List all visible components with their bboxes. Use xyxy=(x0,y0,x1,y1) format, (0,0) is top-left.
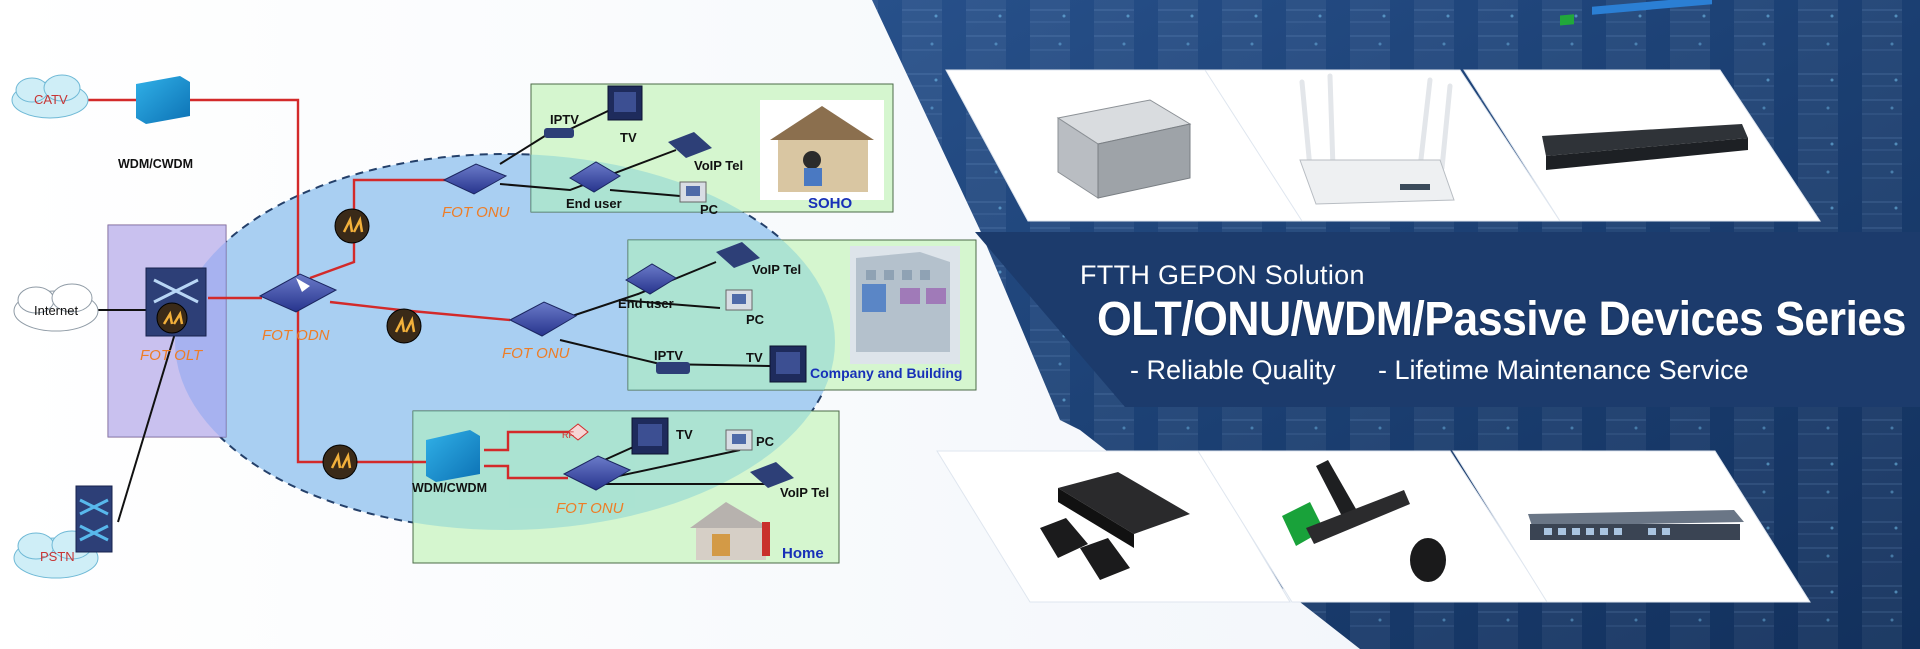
fiber-amp-icon-2 xyxy=(386,308,422,344)
plc-splitter-box-icon xyxy=(1056,99,1192,199)
wdm-top-icon xyxy=(136,76,190,124)
banner-subtitle: FTTH GEPON Solution xyxy=(1080,260,1365,290)
title-band xyxy=(975,232,1920,407)
router-icon xyxy=(1299,73,1455,205)
voip-label-2: VoIP Tel xyxy=(752,262,801,277)
fiber-amp-icon-1 xyxy=(334,208,370,244)
product-card-plc-splitter[interactable] xyxy=(945,0,1303,222)
wdm-home-label: WDM/CWDM xyxy=(412,481,487,495)
product-card-fast-connector[interactable] xyxy=(1197,450,1549,603)
catv-cloud-icon xyxy=(11,74,89,119)
pc-icon-1 xyxy=(679,181,707,203)
enduser-hub-icon-1 xyxy=(569,161,621,193)
fiber-amp-icon-3 xyxy=(322,444,358,480)
iptv-box-icon-2 xyxy=(656,362,690,374)
onu-label-2: FOT ONU xyxy=(502,345,570,362)
home-label: Home xyxy=(782,545,824,562)
banner-feature-quality: - Reliable Quality xyxy=(1130,355,1336,385)
onu-icon-3 xyxy=(562,455,632,491)
wdm-top-label: WDM/CWDM xyxy=(118,157,193,171)
tv-label-1: TV xyxy=(620,130,637,145)
enduser-label-2: End user xyxy=(618,296,674,311)
tv-label-2: TV xyxy=(746,350,763,365)
wdm-home-icon xyxy=(426,430,480,482)
voip-label-3: VoIP Tel xyxy=(780,485,829,500)
pc-label-3: PC xyxy=(756,434,775,449)
soho-label: SOHO xyxy=(808,195,853,212)
pc-label-1: PC xyxy=(700,202,719,217)
banner-title: OLT/ONU/WDM/Passive Devices Series xyxy=(1097,293,1906,346)
voip-phone-icon-1 xyxy=(668,132,712,158)
product-card-rack-splitter[interactable] xyxy=(1463,0,1821,222)
olt-label: FOT OLT xyxy=(140,347,204,364)
rack-chassis-icon xyxy=(1542,0,1748,170)
product-card-distribution-box[interactable] xyxy=(936,450,1291,603)
olt-device-icon xyxy=(1528,510,1744,540)
product-card-onu-router[interactable] xyxy=(1204,69,1561,222)
pc-label-2: PC xyxy=(746,312,765,327)
iptv-box-icon-1 xyxy=(544,128,574,138)
soho-house-icon xyxy=(760,100,884,200)
iptv-label-2: IPTV xyxy=(654,348,683,363)
enduser-hub-icon-2 xyxy=(625,263,677,295)
pc-icon-2 xyxy=(725,289,753,311)
rf-diamond-icon xyxy=(567,423,589,441)
home-house-icon xyxy=(690,502,770,560)
tv-icon-2 xyxy=(769,345,807,383)
iptv-label-1: IPTV xyxy=(550,112,579,127)
enduser-label-1: End user xyxy=(566,196,622,211)
internet-cloud-icon xyxy=(13,283,99,332)
odn-label: FOT ODN xyxy=(262,327,330,344)
company-building-icon xyxy=(850,246,960,364)
onu-label-3: FOT ONU xyxy=(556,500,624,517)
pc-icon-3 xyxy=(725,429,753,451)
product-card-olt-device[interactable] xyxy=(1452,450,1811,603)
company-label: Company and Building xyxy=(810,365,962,381)
olt-device-diagram-icon xyxy=(145,267,207,337)
voip-label-1: VoIP Tel xyxy=(694,158,743,173)
copper-links xyxy=(96,109,771,523)
odn-splitter-icon xyxy=(258,273,338,313)
onu-label-1: FOT ONU xyxy=(442,204,510,221)
fast-connector-icon xyxy=(1282,460,1446,582)
voip-phone-icon-2 xyxy=(716,242,760,268)
distribution-box-icon xyxy=(1040,472,1190,580)
rf-label: RF xyxy=(562,430,574,440)
tv-icon-1 xyxy=(607,85,643,121)
catv-label: CATV xyxy=(34,92,68,107)
tv-label-3: TV xyxy=(676,427,693,442)
pstn-switch-icon xyxy=(75,485,113,553)
voip-phone-icon-3 xyxy=(750,462,794,488)
onu-icon-2 xyxy=(508,301,578,337)
banner-feature-maintenance: - Lifetime Maintenance Service xyxy=(1378,355,1749,385)
onu-icon-1 xyxy=(442,163,508,195)
internet-label: Internet xyxy=(34,303,78,318)
pstn-label: PSTN xyxy=(40,549,75,564)
tv-icon-3 xyxy=(631,417,669,455)
